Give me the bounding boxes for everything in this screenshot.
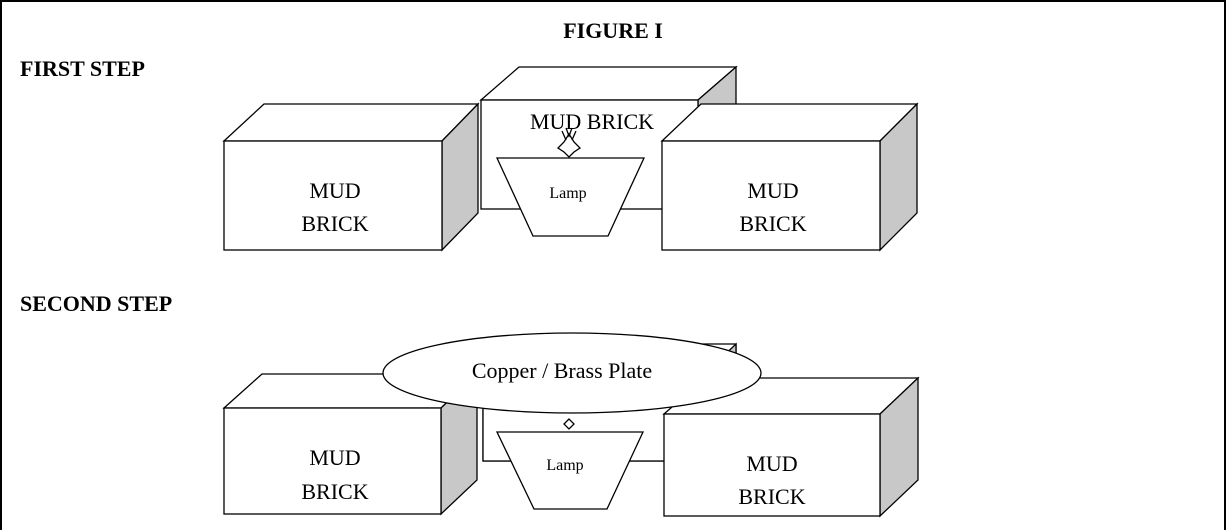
lamp-label: Lamp (549, 185, 586, 202)
second-step-diagram (222, 332, 920, 518)
left-brick-2-label-line1: MUD (309, 445, 360, 470)
right-brick-2-label-line1: MUD (746, 451, 797, 476)
lamp-shape (495, 157, 646, 237)
right-brick-label-line2: BRICK (739, 211, 806, 236)
flame-icon (556, 127, 582, 158)
left-mud-brick-2 (222, 372, 479, 516)
flame-icon-2 (563, 418, 575, 430)
left-mud-brick (222, 102, 480, 252)
right-mud-brick (660, 102, 919, 252)
left-brick-2-label-line2: BRICK (301, 479, 368, 504)
back-brick-label: MUD BRICK (530, 109, 654, 134)
right-brick-2-label-line2: BRICK (738, 484, 805, 509)
figure-title: FIGURE I (563, 18, 663, 43)
lamp-shape-2 (495, 431, 645, 510)
plate-label: Copper / Brass Plate (472, 358, 652, 383)
copper-brass-plate (382, 332, 762, 414)
first-step-heading: FIRST STEP (20, 56, 145, 81)
second-step-heading: SECOND STEP (20, 291, 172, 316)
first-step-diagram (222, 65, 919, 252)
left-brick-label-line1: MUD (309, 178, 360, 203)
lamp-2-label: Lamp (546, 457, 583, 474)
left-brick-label-line2: BRICK (301, 211, 368, 236)
right-brick-label-line1: MUD (747, 178, 798, 203)
